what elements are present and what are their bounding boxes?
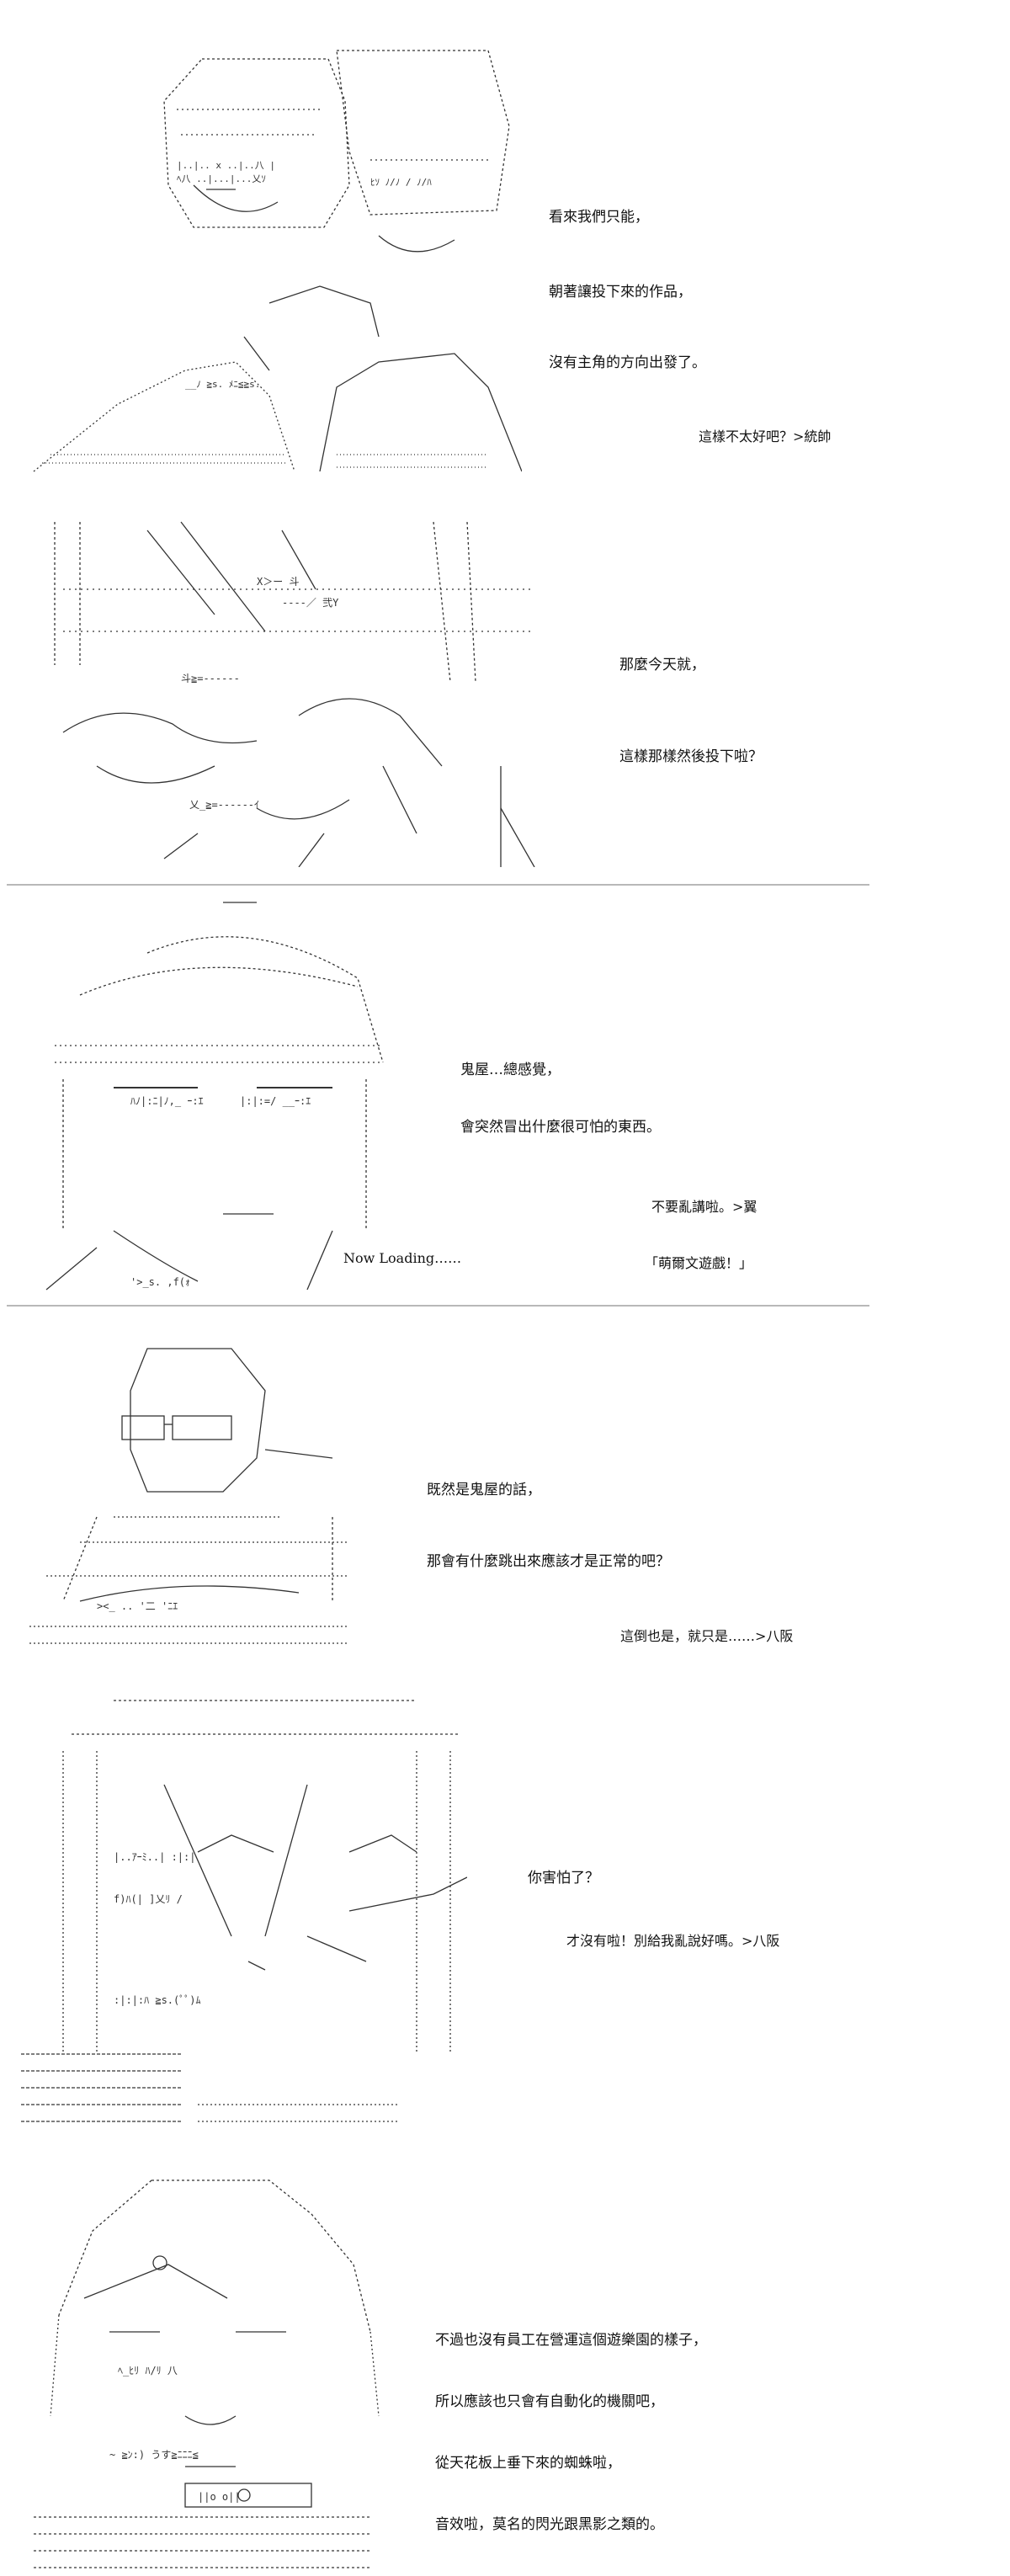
svg-text:'>_s. ,f(ｫ: '>_s. ,f(ｫ [130, 1276, 190, 1288]
panel-2: X＞ー 斗 ----／ 弐Y 斗≧=------ 乂_≧=------ｲ 那麼今… [0, 505, 1010, 884]
svg-text:ﾊﾉ|:ﾆ|ﾉ,_ ｰ:ｴ: ﾊﾉ|:ﾆ|ﾉ,_ ｰ:ｴ [130, 1095, 204, 1107]
svg-text:----／ 弐Y: ----／ 弐Y [282, 597, 339, 609]
svg-text:X＞ー 斗: X＞ー 斗 [257, 576, 299, 588]
panel-divider [7, 884, 869, 886]
side-remark: 才沒有啦！別給我亂說好嗎。>八阪 [566, 1933, 780, 1949]
aa-illustration-long-hair-girl: |..ｱｰﾐ..| :|:| f)ﾊ(| ]乂ﾘ / :|:|:ﾊ ≧s.(ﾟﾟ… [13, 1684, 467, 2138]
dialogue-line: 會突然冒出什麼很可怕的東西。 [460, 1119, 661, 1136]
dialogue-line: 既然是鬼屋的話， [427, 1482, 541, 1498]
loading-caption: Now Loading…… [343, 1250, 462, 1266]
svg-text:|:|:=/ __ｰ:ｴ: |:|:=/ __ｰ:ｴ [240, 1095, 311, 1107]
dialogue-line: 音效啦，莫名的閃光跟黑影之類的。 [435, 2516, 664, 2533]
svg-text:ﾋｿ ﾉ/ﾉ / ﾉ/ﾊ: ﾋｿ ﾉ/ﾉ / ﾉ/ﾊ [370, 177, 432, 188]
aa-illustration-girls-1: |..|.. x ..|..八 | ﾍ八 ..|...|...乂ｿ ﾋｿ ﾉ/ﾉ… [17, 34, 522, 488]
svg-text:__ﾉ ≧s. ﾒﾆ≦≧s.: __ﾉ ≧s. ﾒﾆ≦≧s. [185, 379, 260, 390]
svg-text:f)ﾊ(| ]乂ﾘ /: f)ﾊ(| ]乂ﾘ / [114, 1893, 183, 1905]
svg-text:|..|.. x ..|..八 |: |..|.. x ..|..八 | [177, 160, 275, 171]
svg-text:><_ .. '二 'ﾆｴ: ><_ .. '二 'ﾆｴ [97, 1600, 178, 1612]
dialogue-line: 沒有主角的方向出發了。 [549, 354, 706, 371]
svg-text:乂_≧=------ｲ: 乂_≧=------ｲ [189, 799, 259, 811]
dialogue-line: 所以應該也只會有自動化的機關吧， [435, 2393, 664, 2410]
game-title-quote: 「萌爾文遊戲！」 [645, 1255, 753, 1271]
side-remark: 這倒也是，就只是……>八阪 [620, 1628, 794, 1644]
dialogue-line: 朝著讓投下來的作品， [549, 284, 692, 301]
svg-text:ﾍ八 ..|...|...乂ｿ: ﾍ八 ..|...|...乂ｿ [177, 173, 266, 184]
panel-5: |..ｱｰﾐ..| :|:| f)ﾊ(| ]乂ﾘ / :|:|:ﾊ ≧s.(ﾟﾟ… [0, 1675, 1010, 2147]
dialogue-line: 你害怕了？ [528, 1870, 599, 1887]
dialogue-line: 這樣那樣然後投下啦？ [619, 748, 763, 765]
dialogue-line: 那會有什麼跳出來應該才是正常的吧？ [427, 1553, 670, 1570]
aa-illustration-glasses-man: ><_ .. '二 'ﾆｴ [13, 1323, 366, 1660]
aa-illustration-girl-cap: ﾊﾉ|:ﾆ|ﾉ,_ ｰ:ｴ |:|:=/ __ｰ:ｴ '>_s. ,f(ｫ [29, 894, 417, 1298]
panel-4: ><_ .. '二 'ﾆｴ 既然是鬼屋的話， 那會有什麼跳出來應該才是正常的吧？… [0, 1307, 1010, 1675]
dialogue-line: 看來我們只能， [549, 209, 649, 226]
panel-3: ﾊﾉ|:ﾆ|ﾉ,_ ｰ:ｴ |:|:=/ __ｰ:ｴ '>_s. ,f(ｫ No… [0, 886, 1010, 1305]
svg-text:ﾍ_ﾋﾘ ﾊ/ﾘ 八: ﾍ_ﾋﾘ ﾊ/ﾘ 八 [118, 2365, 178, 2376]
aa-illustration-hands: X＞ー 斗 ----／ 弐Y 斗≧=------ 乂_≧=------ｲ [46, 514, 551, 867]
aa-illustration-hooded-girl: ﾍ_ﾋﾘ ﾊ/ﾘ 八 ~ ≧ﾝ:) うす≧ﾆﾆﾆ≦ ||o o|| [17, 2164, 404, 2576]
svg-text:||o o||: ||o o|| [198, 2491, 241, 2503]
panel-divider [7, 1305, 869, 1307]
side-remark: 這樣不太好吧？>統帥 [699, 428, 832, 444]
svg-text:~ ≧ﾝ:) うす≧ﾆﾆﾆ≦: ~ ≧ﾝ:) うす≧ﾆﾆﾆ≦ [109, 2449, 199, 2461]
dialogue-line: 從天花板上垂下來的蜘蛛啦， [435, 2455, 621, 2472]
dialogue-line: 那麼今天就， [619, 657, 705, 673]
dialogue-line: 鬼屋…總感覺， [460, 1062, 561, 1078]
panel-1: |..|.. x ..|..八 | ﾍ八 ..|...|...乂ｿ ﾋｿ ﾉ/ﾉ… [0, 0, 1010, 505]
dialogue-line: 不過也沒有員工在營運這個遊樂園的樣子， [435, 2332, 707, 2349]
side-remark: 不要亂講啦。>翼 [651, 1199, 758, 1215]
svg-text:|..ｱｰﾐ..| :|:|: |..ｱｰﾐ..| :|:| [114, 1851, 195, 1863]
svg-text:斗≧=------: 斗≧=------ [181, 673, 240, 684]
panel-6: ﾍ_ﾋﾘ ﾊ/ﾘ 八 ~ ≧ﾝ:) うす≧ﾆﾆﾆ≦ ||o o|| 不過也沒有員… [0, 2147, 1010, 2576]
svg-text::|:|:ﾊ ≧s.(ﾟﾟ)ﾑ: :|:|:ﾊ ≧s.(ﾟﾟ)ﾑ [114, 1994, 200, 2006]
